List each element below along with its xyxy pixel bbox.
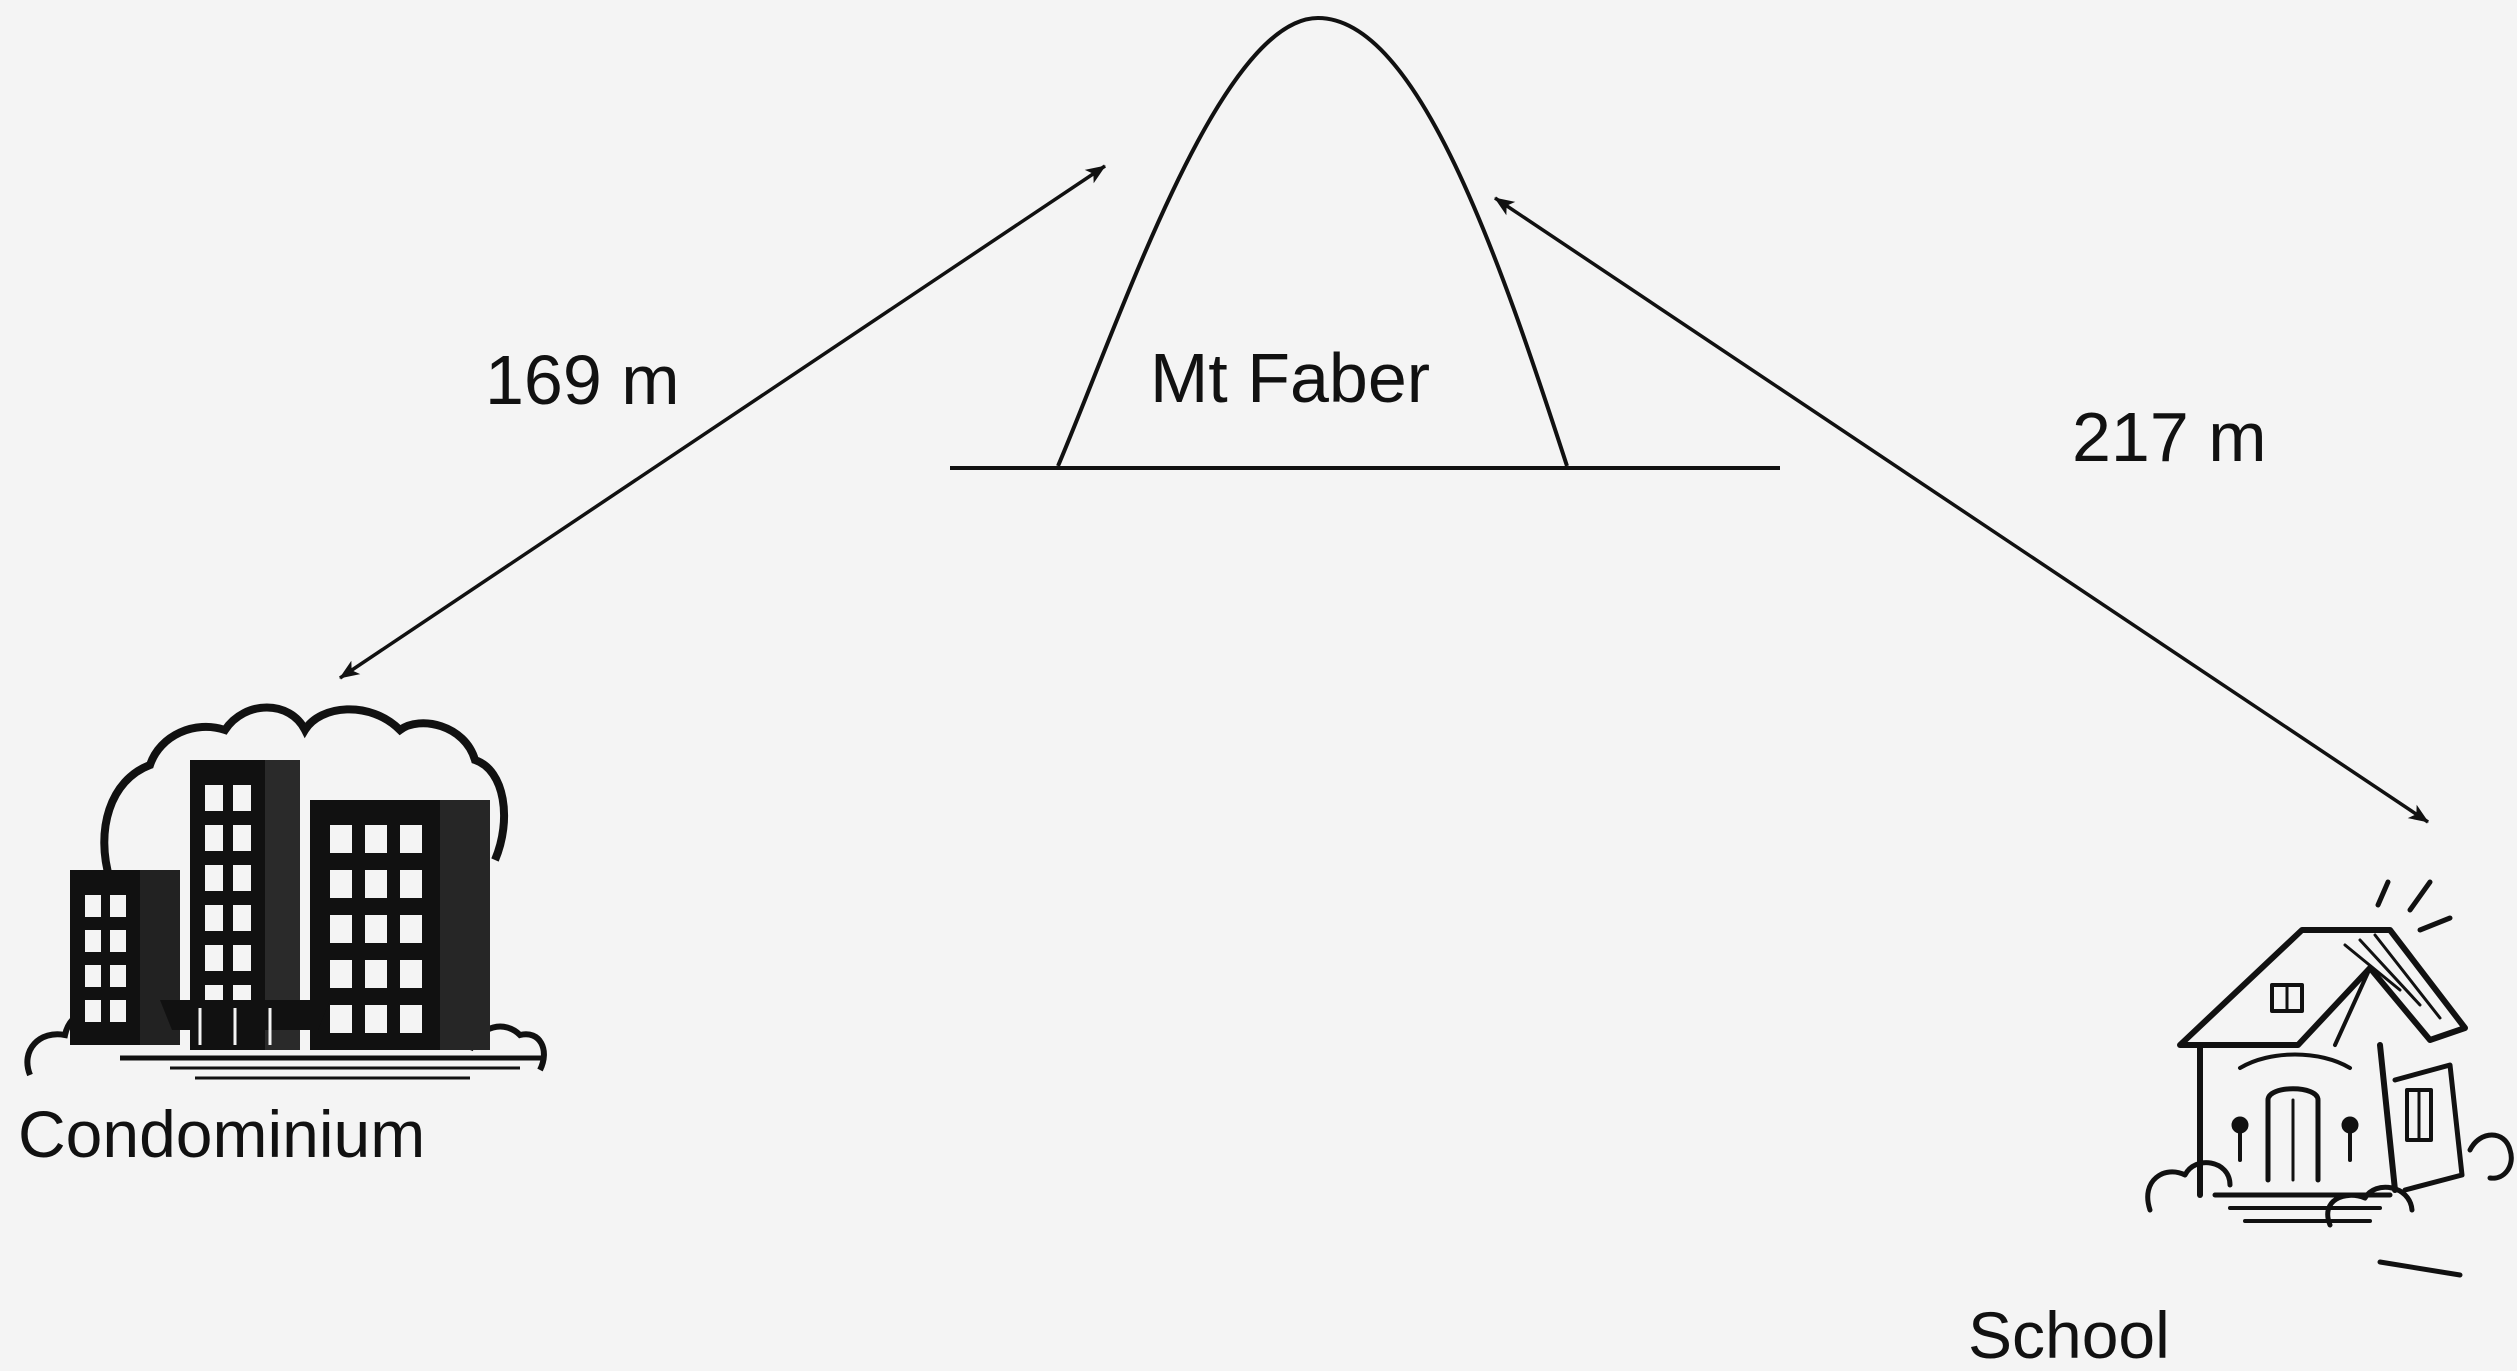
condominium-building-icon — [24, 703, 547, 1080]
school-label: School — [1968, 1298, 2170, 1371]
distance-label-school: 217 m — [2072, 398, 2267, 476]
condo-mountain-arrow — [339, 164, 1106, 680]
mountain-label: Mt Faber — [1150, 339, 1430, 417]
mountain: Mt Faber — [950, 15, 1780, 470]
condominium-label: Condominium — [18, 1097, 425, 1171]
distance-label-condo: 169 m — [485, 341, 680, 419]
school-house-icon — [2145, 879, 2514, 1278]
school-mountain-arrow — [1494, 196, 2429, 824]
distance-arrows: 169 m 217 m — [339, 164, 2429, 824]
